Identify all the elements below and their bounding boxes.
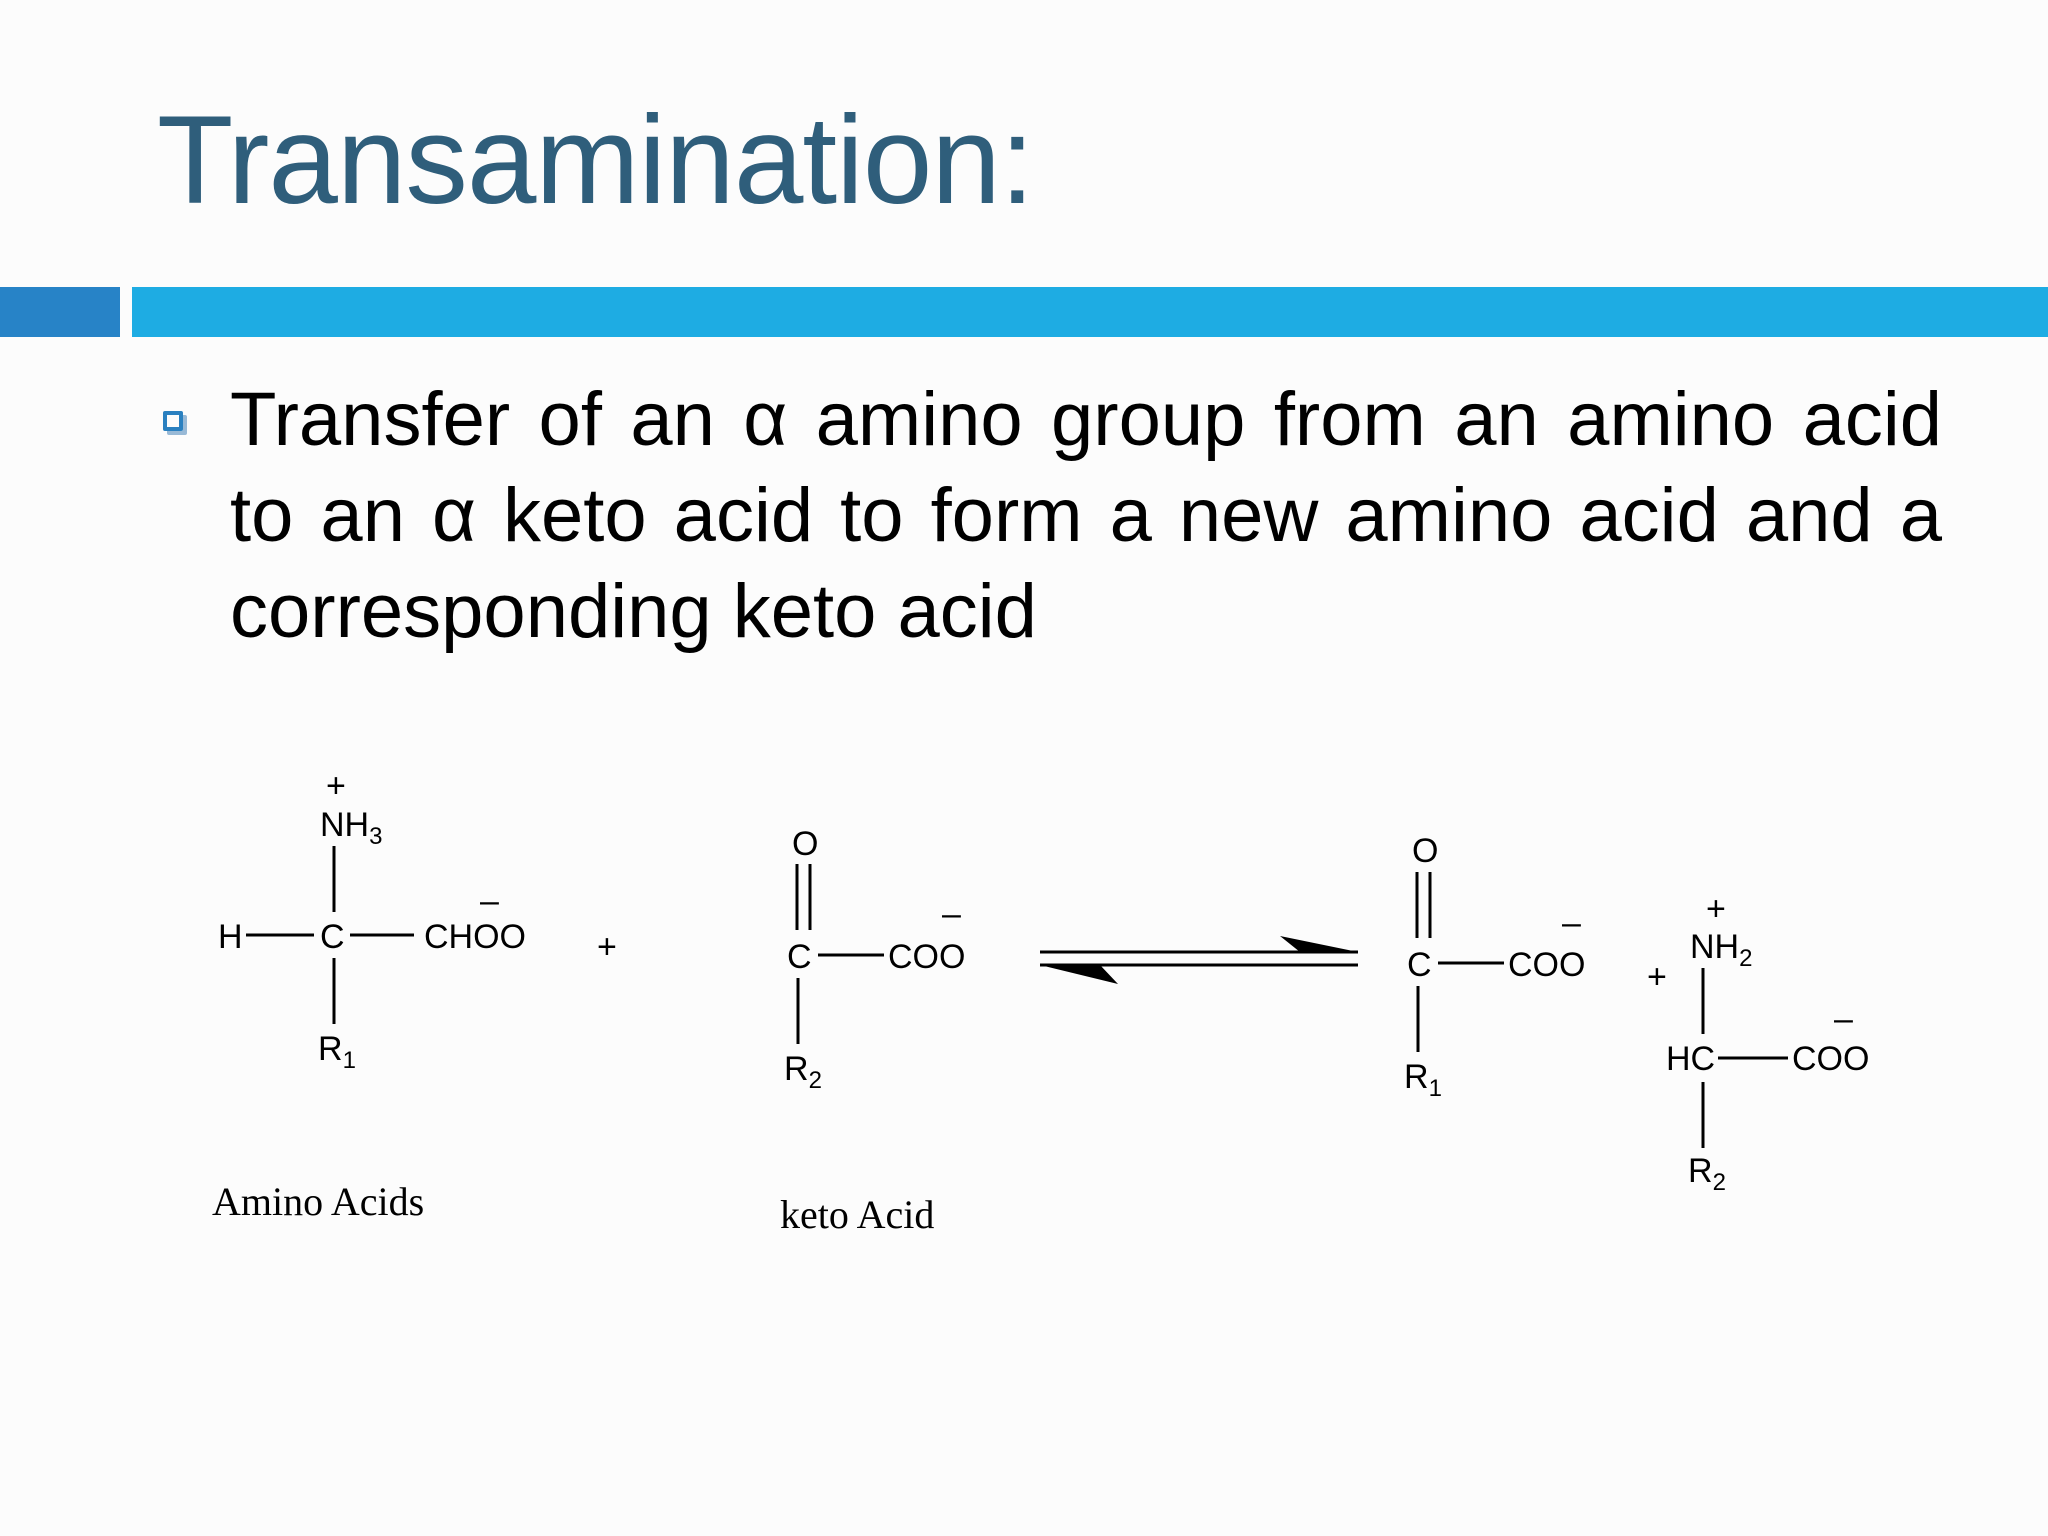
product-amino-right-group: COO [1792, 1040, 1869, 1078]
product-keto-oxygen: O [1412, 832, 1438, 870]
amino-acid-bottom-group: R1 [318, 1030, 356, 1074]
keto-acid-right-group: COO [888, 938, 965, 976]
amino-acid-top-charge: + [326, 767, 346, 805]
accent-bar-right [132, 287, 2048, 337]
keto-acid-right-charge: – [942, 895, 961, 933]
product-keto-center-atom: C [1407, 946, 1432, 984]
keto-acid-bottom-group: R2 [784, 1050, 822, 1094]
product-amino-top-charge: + [1706, 890, 1726, 928]
keto-acid-structure: O C – COO R2 keto Acid [780, 825, 965, 1237]
amino-acid-right-group: CHOO [424, 918, 526, 956]
product-amino-center-atom: HC [1666, 1040, 1715, 1078]
product-amino-bottom-group: R2 [1688, 1152, 1726, 1196]
amino-acid-left-atom: H [218, 918, 243, 956]
product-keto-right-group: COO [1508, 946, 1585, 984]
bullet-text: Transfer of an α amino group from an ami… [230, 377, 1942, 654]
keto-acid-oxygen: O [792, 825, 818, 863]
amino-acid-top-group: NH3 [320, 806, 382, 850]
keto-acid-caption: keto Acid [780, 1192, 934, 1237]
equilibrium-arrows-icon [1040, 936, 1358, 984]
reactant-plus-sign: + [597, 928, 617, 966]
keto-acid-center-atom: C [787, 938, 812, 976]
product-keto-right-charge: – [1562, 904, 1581, 942]
square-bullet-icon [163, 411, 183, 431]
product-amino-top-group: NH2 [1690, 928, 1752, 972]
accent-bar-left [0, 287, 120, 337]
amino-acid-center-atom: C [320, 918, 345, 956]
product-keto-bottom-group: R1 [1404, 1058, 1442, 1102]
amino-acid-structure: + NH3 H C – CHOO R1 Amino Acids [212, 767, 526, 1224]
product-amino-right-charge: – [1834, 1000, 1853, 1038]
product-plus-sign: + [1647, 958, 1667, 996]
product-keto-acid-structure: O C – COO R1 [1404, 832, 1585, 1102]
amino-acid-right-charge: – [480, 882, 499, 920]
product-amino-acid-structure: + NH2 HC – COO R2 [1666, 890, 1869, 1196]
amino-acids-caption: Amino Acids [212, 1179, 424, 1224]
slide-title: Transamination: [157, 91, 1035, 230]
